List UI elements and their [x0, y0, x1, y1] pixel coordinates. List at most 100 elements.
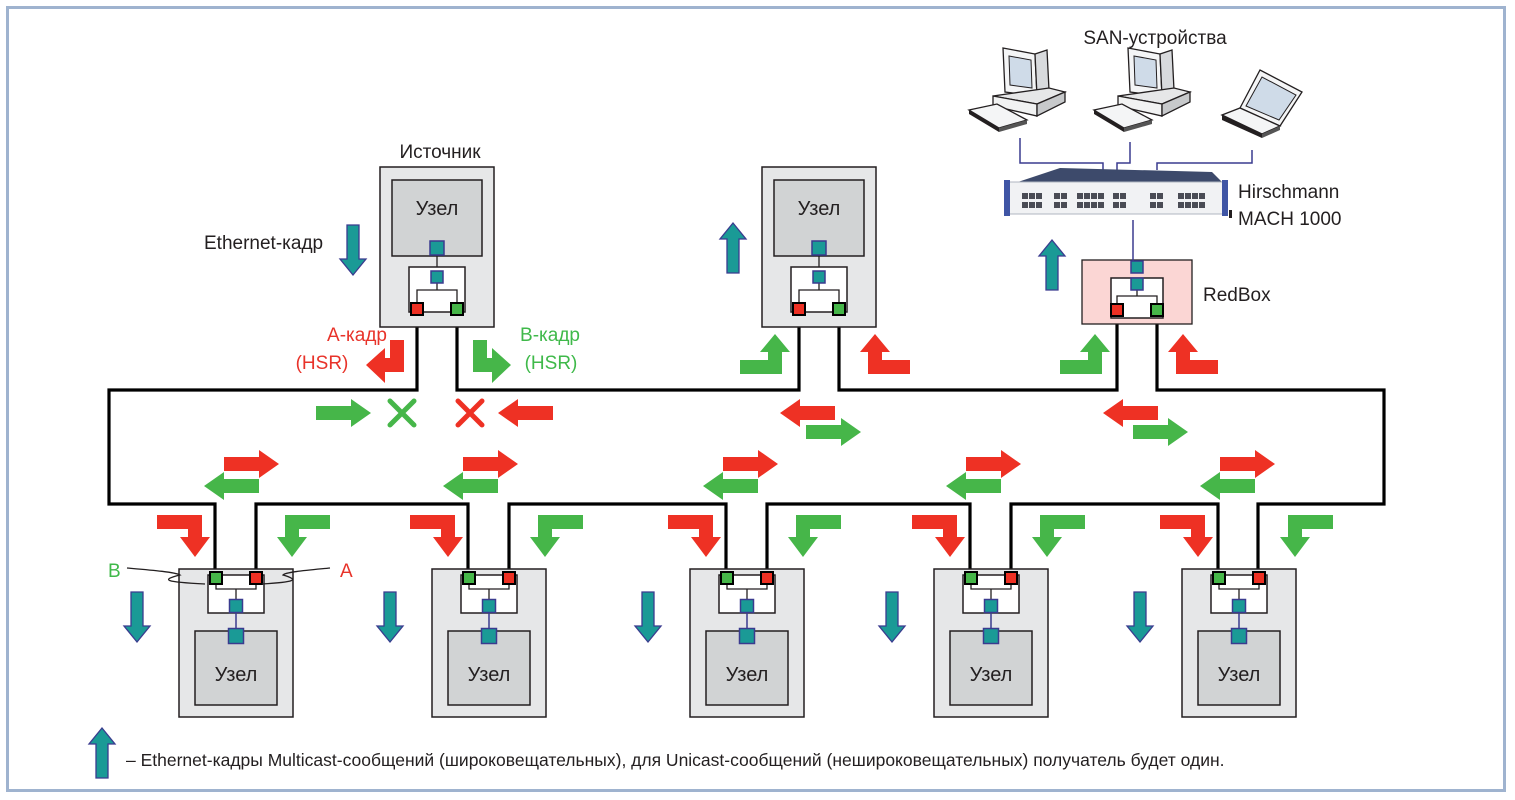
switch-label-brand: Hirschmann — [1238, 182, 1339, 203]
laptop-icon — [1220, 69, 1303, 138]
bottom-node-2-port-a — [502, 571, 516, 585]
san-link-3 — [1156, 150, 1253, 170]
source-node-node-port — [429, 240, 445, 256]
a-frame-right-arrow-bottom-5 — [1220, 450, 1275, 478]
top-node-node-port — [811, 240, 827, 256]
san-title: SAN-устройства — [1083, 28, 1227, 49]
bottom-node-3-node-port — [738, 627, 756, 645]
bottom-node-1-node-port — [227, 627, 245, 645]
b-frame-down-arrow-node-1 — [277, 515, 330, 557]
a-frame-down-arrow-node-1 — [157, 515, 210, 557]
b-frame-down-arrow-node-4 — [1032, 515, 1085, 557]
a-frame-left-arrow-2 — [1103, 399, 1158, 427]
desktop-computer-icon-2 — [1092, 47, 1193, 132]
hsr-ring — [107, 312, 1386, 578]
bottom-node-5-port-a — [1252, 571, 1266, 585]
ethernet-frame-down-arrow-node-4 — [877, 591, 907, 644]
bottom-node-2-node-port — [480, 627, 498, 645]
b-frame-left-arrow-bottom-1 — [204, 472, 259, 500]
redbox-switch-port — [1130, 277, 1144, 291]
a-frame-discard-icon — [455, 398, 485, 428]
frame-arrows — [87, 221, 1333, 779]
bottom-node-4-port-b — [964, 571, 978, 585]
bottom-node-1-port-b — [209, 571, 223, 585]
a-frame-label-hsr: (HSR) — [296, 353, 349, 374]
top-node-port-b — [832, 302, 846, 316]
bottom-node-5-label: Узел — [1218, 664, 1261, 686]
a-frame-right-arrow-bottom-1 — [224, 450, 279, 478]
bottom-node-1-label: Узел — [215, 664, 258, 686]
bottom-node-1-switch-port — [228, 598, 244, 614]
b-frame-arrow-blocked — [316, 399, 371, 427]
ring-segment-left — [107, 312, 419, 578]
bottom-node-4-port-a — [1004, 571, 1018, 585]
top-node-label: Узел — [798, 198, 841, 220]
ethernet-frame-up-arrow-top-node — [718, 221, 748, 274]
ring-segment-top-1 — [455, 312, 801, 392]
ethernet-frame-down-arrow-node-3 — [633, 591, 663, 644]
redbox-label: RedBox — [1203, 285, 1271, 306]
b-frame-up-arrow-redbox — [1060, 334, 1110, 374]
a-frame-label: А-кадр — [327, 325, 387, 346]
san-link-1 — [1019, 138, 1104, 170]
b-frame-label: B-кадр — [520, 325, 580, 346]
hirschmann-switch — [1004, 168, 1232, 218]
a-frame-right-arrow-bottom-2 — [463, 450, 518, 478]
top-node-switch-port — [812, 270, 826, 284]
legend-ethernet-arrow-icon — [87, 726, 117, 779]
a-frame-bent-arrow — [366, 340, 404, 383]
a-frame-up-arrow-top-node — [860, 334, 910, 374]
source-title: Источник — [399, 142, 481, 163]
ethernet-frame-down-arrow-node-1 — [122, 591, 152, 644]
bottom-node-2-switch-port — [481, 598, 497, 614]
a-frame-arrow-blocked — [498, 399, 553, 427]
source-node-port-a — [410, 302, 424, 316]
b-frame-left-arrow-bottom-5 — [1200, 472, 1255, 500]
ethernet-frame-up-arrow-redbox — [1037, 238, 1067, 291]
bottom-node-4-node-port — [982, 627, 1000, 645]
a-frame-down-arrow-node-3 — [668, 515, 721, 557]
ring-segment-bottom-2 — [507, 502, 728, 578]
bottom-node-4-switch-port — [983, 598, 999, 614]
legend-text: – Ethernet-кадры Multicast-сообщений (ши… — [126, 750, 1225, 770]
port-a-label: A — [340, 561, 353, 582]
a-frame-right-arrow-bottom-4 — [966, 450, 1021, 478]
port-a-leader — [261, 567, 331, 585]
bottom-node-5-port-b — [1212, 571, 1226, 585]
ring-segment-bottom-4 — [1009, 502, 1220, 578]
desktop-computer-icon-1 — [967, 47, 1068, 132]
ethernet-frame-down-arrow-node-5 — [1125, 591, 1155, 644]
switch-label-model: MACH 1000 — [1238, 209, 1342, 230]
source-node-switch-port — [430, 270, 444, 284]
top-node-port-a — [792, 302, 806, 316]
b-frame-up-arrow-top-node — [740, 334, 790, 374]
san-devices — [967, 47, 1303, 218]
redbox-port-a — [1110, 303, 1124, 317]
b-frame-left-arrow-bottom-2 — [443, 472, 498, 500]
ring-segment-bottom-3 — [765, 502, 972, 578]
bottom-node-3-port-a — [760, 571, 774, 585]
source-node-label: Узел — [416, 198, 459, 220]
a-frame-down-arrow-node-2 — [410, 515, 463, 557]
port-b-leader — [126, 567, 206, 585]
bottom-node-2-label: Узел — [468, 664, 511, 686]
redbox-port-b — [1150, 303, 1164, 317]
b-frame-label-hsr: (HSR) — [525, 353, 578, 374]
a-frame-right-arrow-bottom-3 — [723, 450, 778, 478]
a-frame-left-arrow-1 — [780, 399, 835, 427]
b-frame-down-arrow-node-3 — [788, 515, 841, 557]
port-b-label: B — [108, 561, 121, 582]
b-frame-down-arrow-node-2 — [530, 515, 583, 557]
bottom-node-5-node-port — [1230, 627, 1248, 645]
ethernet-frame-label: Ethernet-кадр — [204, 233, 323, 254]
ring-segment-right — [1155, 312, 1386, 578]
b-frame-left-arrow-bottom-3 — [703, 472, 758, 500]
b-frame-down-arrow-node-5 — [1280, 515, 1333, 557]
b-frame-right-arrow-1 — [806, 418, 861, 446]
source-node-port-b — [450, 302, 464, 316]
bottom-node-3-port-b — [720, 571, 734, 585]
b-frame-right-arrow-2 — [1133, 418, 1188, 446]
a-frame-down-arrow-node-4 — [912, 515, 965, 557]
